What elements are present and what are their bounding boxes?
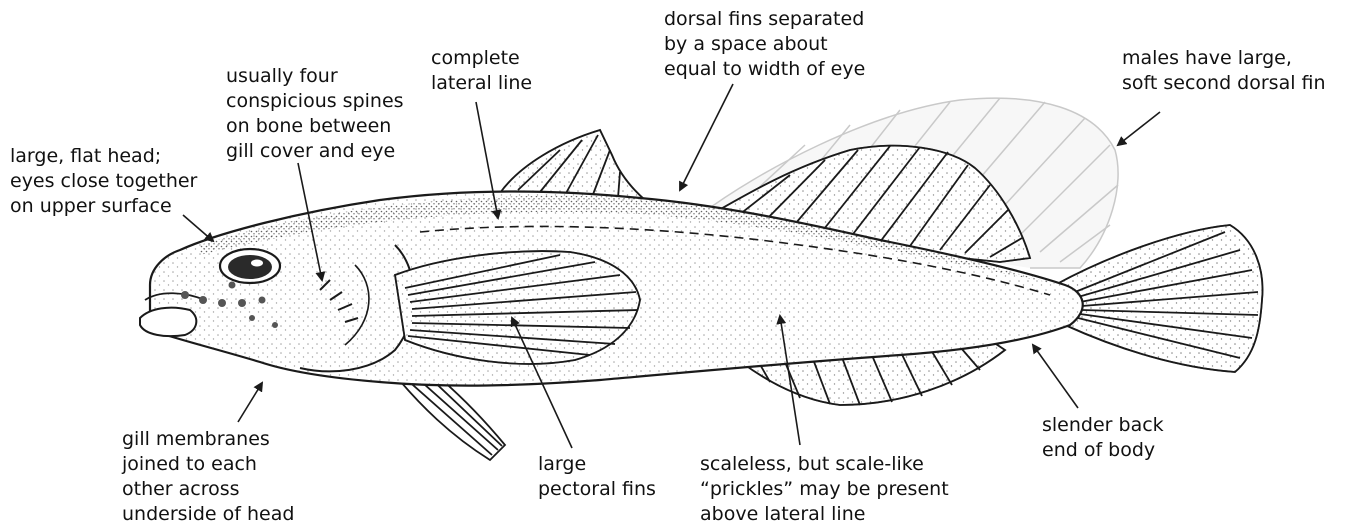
label-slender-body: slender back end of body bbox=[1042, 413, 1164, 463]
arrow-dorsal-gap bbox=[680, 84, 733, 190]
label-dorsal-fins: dorsal fins separated by a space about e… bbox=[664, 7, 865, 82]
eye bbox=[220, 249, 280, 283]
arrow-gill bbox=[238, 383, 262, 422]
label-scaleless: scaleless, but scale-like “prickles” may… bbox=[700, 452, 949, 527]
label-males: males have large, soft second dorsal fin bbox=[1122, 46, 1326, 96]
arrow-slender bbox=[1033, 345, 1078, 408]
pectoral-fin bbox=[395, 251, 640, 364]
first-dorsal-fin bbox=[500, 130, 645, 200]
label-lateral-line: complete lateral line bbox=[431, 46, 532, 96]
label-spines: usually four conspicious spines on bone … bbox=[226, 64, 404, 164]
arrow-males bbox=[1118, 112, 1160, 145]
label-pectoral-fins: large pectoral fins bbox=[538, 452, 656, 502]
label-head: large, flat head; eyes close together on… bbox=[10, 144, 197, 219]
label-gill-membranes: gill membranes joined to each other acro… bbox=[122, 427, 294, 527]
